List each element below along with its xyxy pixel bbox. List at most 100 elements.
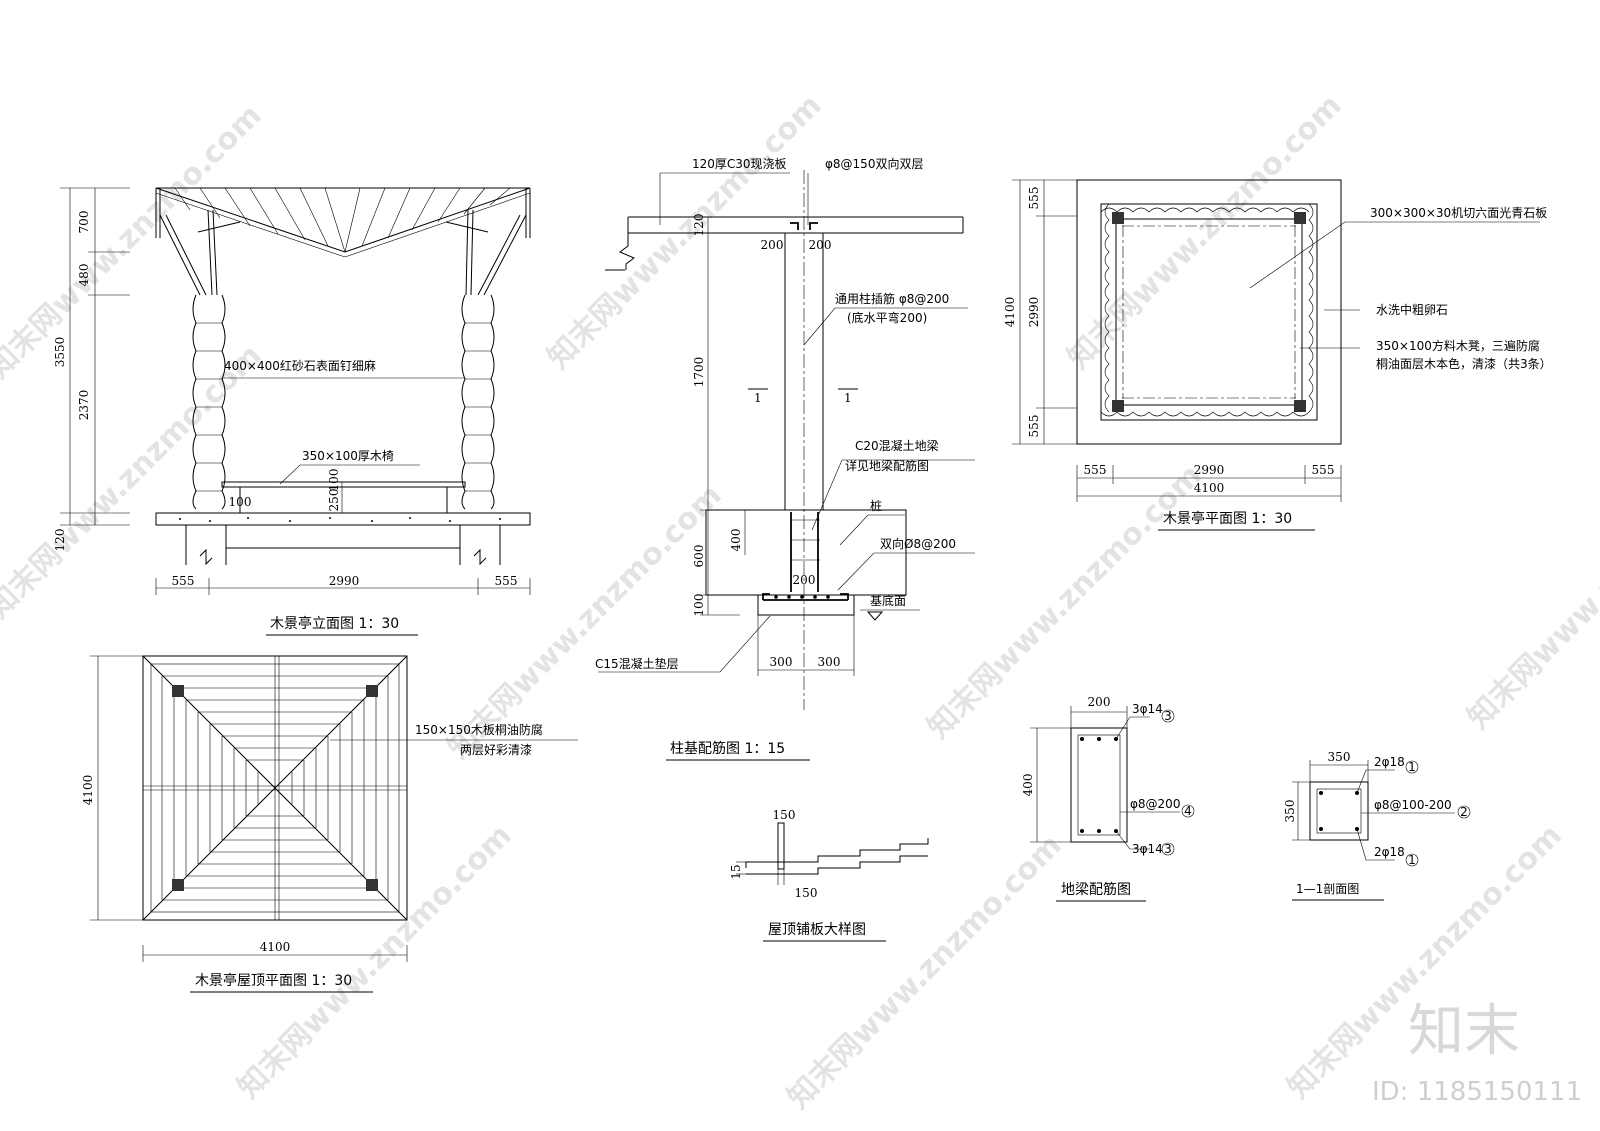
cushion-note: C15混凝土垫层 bbox=[595, 656, 679, 671]
column-mark bbox=[366, 685, 378, 697]
platform-outline bbox=[1076, 179, 1342, 445]
base-level-symbol bbox=[866, 611, 884, 621]
top-bar-label: 2φ18 bbox=[1374, 755, 1405, 769]
dim-350-left: 350 bbox=[1283, 800, 1297, 823]
pebble-note: 水洗中粗卵石 bbox=[1376, 302, 1448, 317]
watermark-layer: 知末网www.znzmo.com 知末网www.znzmo.com 知末网www… bbox=[0, 88, 1600, 1116]
stirrup-label: φ8@200 bbox=[1130, 797, 1180, 811]
column-mark bbox=[366, 879, 378, 891]
stirrup-label: φ8@100-200 bbox=[1374, 798, 1452, 812]
left-column bbox=[192, 294, 226, 510]
dim-2990-left: 2990 bbox=[1027, 297, 1041, 328]
dim-555-br: 555 bbox=[1312, 463, 1335, 477]
beam-section-drawing: 200 400 3φ14 3 φ8@200 4 3φ14 3 地梁配筋图 bbox=[1021, 695, 1195, 902]
column-note: 400×400红砂石表面钉细麻 bbox=[224, 358, 376, 373]
bench-note: 350×100方料木凳，三遍防腐 bbox=[1376, 338, 1540, 353]
dim-100-upper: 100 bbox=[327, 469, 341, 492]
dim-100: 100 bbox=[229, 495, 252, 509]
dim-100: 100 bbox=[692, 594, 706, 617]
dim-200-right: 200 bbox=[809, 238, 832, 252]
bottom-bar-label: 3φ14 bbox=[1132, 842, 1163, 856]
dim-480: 480 bbox=[77, 264, 91, 287]
beam-section-title: 地梁配筋图 bbox=[1061, 881, 1131, 898]
foundation-title: 柱基配筋图 1：15 bbox=[670, 740, 785, 757]
dim-400: 400 bbox=[1021, 774, 1035, 797]
stone-note: 300×300×30机切六面光青石板 bbox=[1370, 206, 1547, 220]
dim-150-bottom: 150 bbox=[795, 886, 818, 900]
right-column bbox=[461, 294, 495, 510]
top-bar-label: 3φ14 bbox=[1132, 702, 1163, 716]
bottom-rebar-note: 双向Ø8@200 bbox=[880, 536, 956, 551]
dim-600: 600 bbox=[692, 545, 706, 568]
dim-300-left: 300 bbox=[770, 655, 793, 669]
insert-note-2: (底水平弯200) bbox=[847, 310, 927, 325]
column-mark bbox=[172, 879, 184, 891]
column-section-title: 1—1剖面图 bbox=[1296, 882, 1359, 896]
dim-2990: 2990 bbox=[329, 574, 360, 588]
roof-plan-drawing: 4100 4100 150×150木板桐油防腐 两层好彩清漆 木景亭屋顶平面图 … bbox=[81, 655, 578, 993]
dim-555-right: 555 bbox=[495, 574, 518, 588]
pile-note: 桩 bbox=[870, 498, 882, 513]
dim-2370: 2370 bbox=[77, 390, 91, 421]
watermark-text: 知末网www.znzmo.com bbox=[0, 98, 269, 386]
watermark-text: 知末网www.znzmo.com bbox=[921, 458, 1209, 746]
tag-2: 2 bbox=[1460, 805, 1468, 819]
watermark-text: 知末网www.znzmo.com bbox=[1461, 448, 1600, 736]
bottom-bar-label: 2φ18 bbox=[1374, 845, 1405, 859]
floor-plan-title: 木景亭平面图 1：30 bbox=[1163, 510, 1292, 527]
roof-finish-note: 两层好彩清漆 bbox=[460, 743, 532, 757]
dim-555-bl: 555 bbox=[1084, 463, 1107, 477]
section-mark-left: 1 bbox=[754, 391, 762, 405]
dim-555-bottom: 555 bbox=[1027, 415, 1041, 438]
cushion-layer bbox=[757, 594, 855, 616]
slab-texture bbox=[179, 517, 501, 522]
dim-4100-bottom: 4100 bbox=[260, 940, 291, 954]
dim-300-right: 300 bbox=[818, 655, 841, 669]
beam-note-2: 详见地梁配筋图 bbox=[845, 458, 929, 473]
dim-250: 250 bbox=[327, 489, 341, 512]
tag-3-bottom: 3 bbox=[1164, 842, 1172, 856]
brand-logo-text: 知末 bbox=[1408, 999, 1520, 1064]
dim-4100-bottom: 4100 bbox=[1194, 481, 1225, 495]
dim-15: 15 bbox=[729, 864, 743, 879]
roof-detail-title: 屋顶铺板大样图 bbox=[768, 922, 866, 938]
roof-boards bbox=[161, 675, 389, 901]
floor-plan-drawing: 555 2990 555 4100 555 2990 555 4100 300×… bbox=[1003, 179, 1552, 531]
dim-2990-bottom: 2990 bbox=[1194, 463, 1225, 477]
column-mark bbox=[1294, 400, 1306, 412]
dim-200-inner: 200 bbox=[793, 573, 816, 587]
roof-plan-title: 木景亭屋顶平面图 1：30 bbox=[195, 972, 352, 989]
drawing-id: ID: 1185150111 bbox=[1372, 1077, 1582, 1107]
slab-rebar-note: φ8@150双向双层 bbox=[825, 156, 923, 171]
watermark-text: 知末网www.znzmo.com bbox=[1061, 88, 1349, 376]
roof-hatch bbox=[155, 187, 531, 258]
base-note: 基底面 bbox=[870, 593, 906, 608]
watermark-text: 知末网www.znzmo.com bbox=[231, 818, 519, 1106]
dim-350-top: 350 bbox=[1328, 750, 1351, 764]
column-mark bbox=[1112, 400, 1124, 412]
dim-150-top: 150 bbox=[773, 808, 796, 822]
dim-4100-left: 4100 bbox=[1003, 297, 1017, 328]
column-mark bbox=[172, 685, 184, 697]
elevation-title: 木景亭立面图 1：30 bbox=[270, 615, 399, 632]
dim-700: 700 bbox=[77, 211, 91, 234]
insert-note: 通用柱插筋 φ8@200 bbox=[835, 291, 949, 306]
roof-board-note: 150×150木板桐油防腐 bbox=[415, 722, 543, 737]
slab-note: 120厚C30现浇板 bbox=[692, 157, 787, 171]
tag-4: 4 bbox=[1184, 804, 1192, 818]
column-mark bbox=[1294, 212, 1306, 224]
base-slab bbox=[155, 512, 531, 526]
dim-400: 400 bbox=[729, 529, 743, 552]
tag-1-bottom: 1 bbox=[1408, 853, 1416, 867]
dim-1700: 1700 bbox=[692, 357, 706, 388]
column-mark bbox=[1112, 212, 1124, 224]
dim-200: 200 bbox=[1088, 695, 1111, 709]
dim-200-left: 200 bbox=[761, 238, 784, 252]
column-section-drawing: 350 350 2φ18 1 φ8@100-200 2 2φ18 1 1—1剖面… bbox=[1283, 750, 1471, 901]
roof-outline bbox=[155, 187, 531, 253]
dim-4100-left: 4100 bbox=[81, 775, 95, 806]
dim-120: 120 bbox=[53, 529, 67, 552]
dim-3550: 3550 bbox=[53, 337, 67, 368]
beam-note: C20混凝土地梁 bbox=[855, 438, 939, 453]
